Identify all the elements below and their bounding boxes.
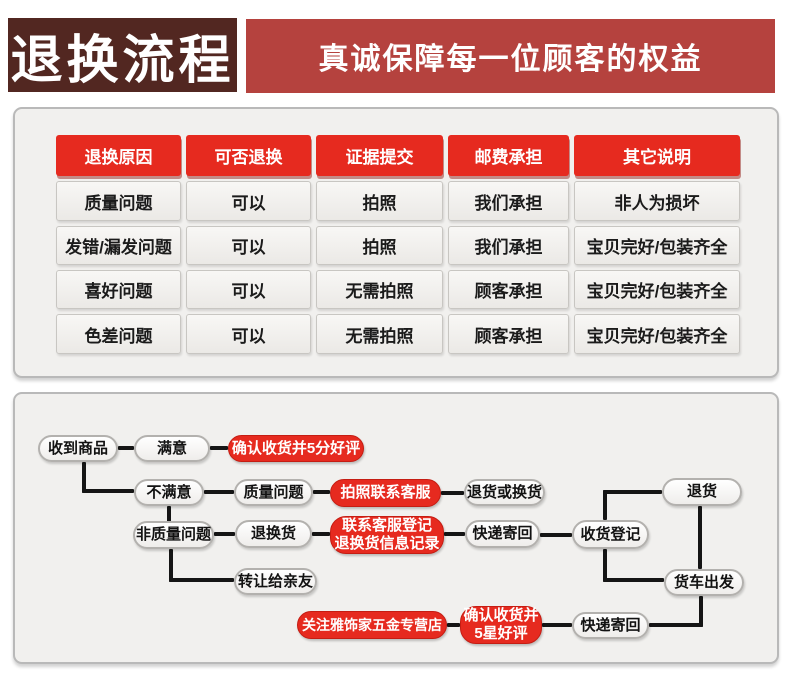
flow-node-return-exchange: 退换货 <box>235 520 312 548</box>
table-header-cell: 证据提交 <box>316 135 443 176</box>
table-header-cell: 其它说明 <box>574 135 740 176</box>
flow-node-refund: 退货 <box>662 478 742 506</box>
table-cell: 发错/漏发问题 <box>56 226 181 265</box>
table-header-cell: 退换原因 <box>56 135 181 176</box>
table-cell: 可以 <box>186 270 311 309</box>
flow-node-receipt-register: 收货登记 <box>572 520 649 549</box>
table-cell: 宝贝完好/包装齐全 <box>574 270 740 309</box>
flow-connector <box>603 578 664 582</box>
table-cell: 我们承担 <box>448 226 569 265</box>
flow-connector <box>699 596 703 627</box>
flow-connector <box>118 446 134 450</box>
flow-connector <box>210 446 228 450</box>
table-cell: 宝贝完好/包装齐全 <box>574 226 740 265</box>
policy-table: 退换原因可否退换证据提交邮费承担其它说明质量问题可以拍照我们承担非人为损坏发错/… <box>56 135 740 354</box>
table-header-cell: 可否退换 <box>186 135 311 176</box>
page-subtitle-banner: 真诚保障每一位顾客的权益 <box>246 19 775 93</box>
table-cell: 拍照 <box>316 181 443 221</box>
flow-connector <box>444 532 465 536</box>
flow-node-satisfied: 满意 <box>134 435 210 462</box>
table-cell: 顾客承担 <box>448 270 569 309</box>
flow-node-transfer-to-friends: 转让给亲友 <box>234 568 317 595</box>
table-cell: 喜好问题 <box>56 270 181 309</box>
flow-node-photo-contact-service: 拍照联系客服 <box>330 479 441 507</box>
flow-connector <box>540 533 572 537</box>
flow-connector <box>447 623 460 627</box>
flow-connector <box>214 532 235 536</box>
table-header-cell: 邮费承担 <box>448 135 569 176</box>
flow-node-confirm-receipt-5: 确认收货并5分好评 <box>228 435 364 462</box>
flow-node-unsatisfied: 不满意 <box>134 479 204 506</box>
table-cell: 色差问题 <box>56 314 181 354</box>
flow-node-follow-store: 关注雅饰家五金专营店 <box>297 611 447 639</box>
flow-node-return-or-exchange: 退货或换货 <box>464 479 545 506</box>
table-cell: 可以 <box>186 226 311 265</box>
table-cell: 顾客承担 <box>448 314 569 354</box>
flow-connector <box>698 506 702 569</box>
flow-connector <box>82 489 134 493</box>
table-cell: 拍照 <box>316 226 443 265</box>
flow-connector <box>313 490 330 494</box>
flow-node-courier-return-1: 快递寄回 <box>465 520 540 548</box>
flow-node-truck-depart: 货车出发 <box>664 569 744 596</box>
flowchart-panel: 收到商品满意确认收货并5分好评不满意 质量问题拍照联系客服退货或换货 退货非质量问题… <box>13 392 779 664</box>
table-cell: 质量问题 <box>56 181 181 221</box>
table-cell: 可以 <box>186 181 311 221</box>
flow-connector <box>169 549 173 582</box>
flow-connector <box>649 623 703 627</box>
table-cell: 非人为损坏 <box>574 181 740 221</box>
flow-node-contact-service-register: 联系客服登记 退换货信息记录 <box>330 516 444 554</box>
table-cell: 可以 <box>186 314 311 354</box>
flow-node-courier-return-2: 快递寄回 <box>572 612 649 639</box>
flow-node-quality-issue: 质量问题 <box>234 479 313 506</box>
policy-table-panel: 退换原因可否退换证据提交邮费承担其它说明质量问题可以拍照我们承担非人为损坏发错/… <box>13 107 779 378</box>
flow-connector <box>603 490 607 520</box>
flow-connector <box>82 462 86 493</box>
flow-connector <box>204 490 234 494</box>
table-cell: 无需拍照 <box>316 270 443 309</box>
flow-connector <box>312 532 330 536</box>
table-cell: 无需拍照 <box>316 314 443 354</box>
page-title: 退换流程 <box>8 18 237 92</box>
table-cell: 我们承担 <box>448 181 569 221</box>
flow-connector <box>169 578 234 582</box>
table-cell: 宝贝完好/包装齐全 <box>574 314 740 354</box>
flow-connector <box>167 506 171 522</box>
flow-connector <box>542 623 572 627</box>
flow-connector <box>603 549 607 582</box>
flow-connector <box>603 490 662 494</box>
flow-node-received: 收到商品 <box>38 435 118 462</box>
flow-node-confirm-receipt-5star: 确认收货并 5星好评 <box>460 606 542 644</box>
flow-connector <box>441 491 464 495</box>
flow-node-non-quality-issue: 非质量问题 <box>133 521 214 549</box>
